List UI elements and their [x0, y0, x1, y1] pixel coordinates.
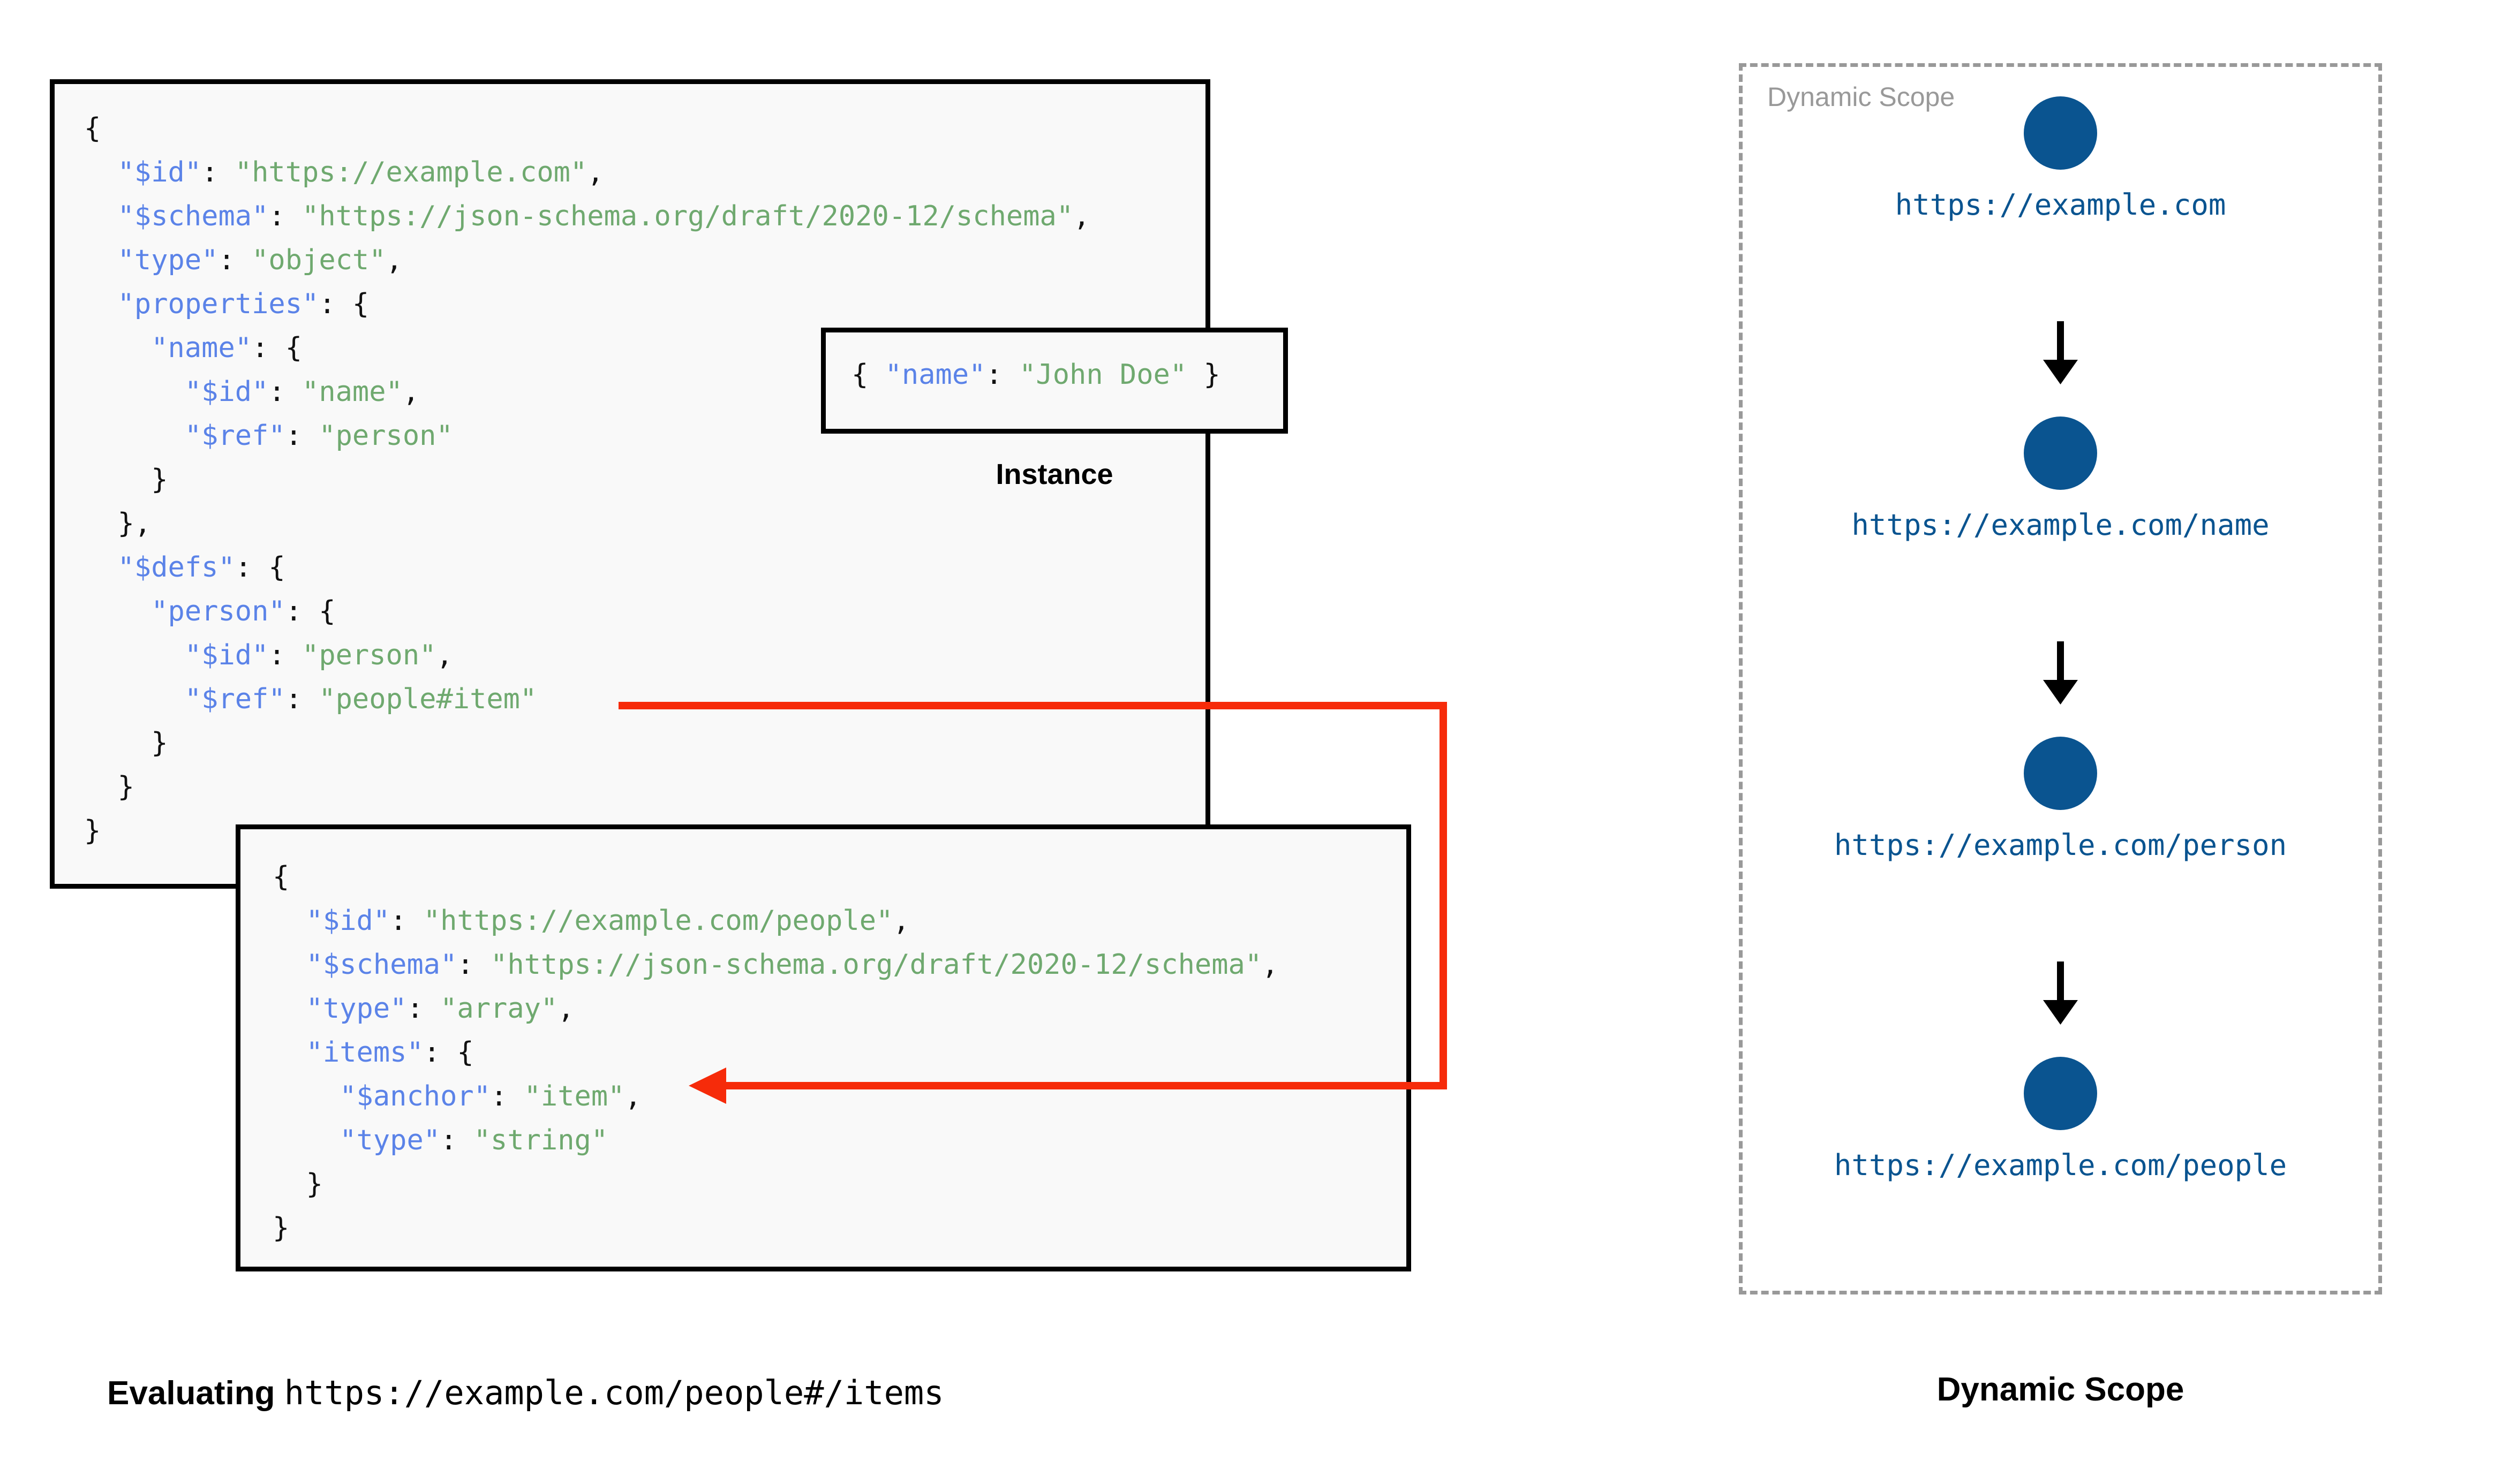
- instance-code: { "name": "John Doe" }: [851, 359, 1220, 391]
- instance-box: { "name": "John Doe" }: [821, 328, 1288, 434]
- scope-label-0: https://example.com: [1895, 188, 2226, 222]
- evaluating-label: Evaluating: [107, 1375, 284, 1412]
- scope-label-3: https://example.com/people: [1834, 1148, 2287, 1182]
- evaluating-caption: Evaluating https://example.com/people#/i…: [107, 1373, 944, 1412]
- main-schema-box: { "$id": "https://example.com", "$schema…: [50, 79, 1210, 889]
- scope-circle-0: [2024, 96, 2097, 170]
- scope-circle-3: [2024, 1057, 2097, 1130]
- people-schema-code: { "$id": "https://example.com/people", "…: [273, 861, 1279, 1244]
- evaluating-uri: https://example.com/people#/items: [284, 1373, 944, 1412]
- scope-node-1: https://example.com/name: [1739, 417, 2382, 542]
- main-schema-code: { "$id": "https://example.com", "$schema…: [84, 112, 1090, 847]
- scope-arrow-0-1: [2043, 321, 2078, 384]
- scope-node-2: https://example.com/person: [1739, 737, 2382, 862]
- dynamic-scope-panel: [1739, 63, 2382, 1294]
- scope-node-3: https://example.com/people: [1739, 1057, 2382, 1182]
- scope-label-2: https://example.com/person: [1834, 828, 2287, 862]
- people-schema-box: { "$id": "https://example.com/people", "…: [236, 824, 1411, 1271]
- instance-label: Instance: [996, 458, 1113, 490]
- dynamic-scope-title: Dynamic Scope: [1767, 82, 1955, 112]
- scope-label-1: https://example.com/name: [1851, 508, 2270, 542]
- scope-arrow-2-3: [2043, 961, 2078, 1025]
- scope-node-0: https://example.com: [1739, 96, 2382, 222]
- scope-circle-2: [2024, 737, 2097, 810]
- scope-arrow-1-2: [2043, 641, 2078, 705]
- scope-circle-1: [2024, 417, 2097, 490]
- dynamic-scope-caption: Dynamic Scope: [1936, 1371, 2184, 1408]
- reference-arrow: [619, 702, 1447, 1104]
